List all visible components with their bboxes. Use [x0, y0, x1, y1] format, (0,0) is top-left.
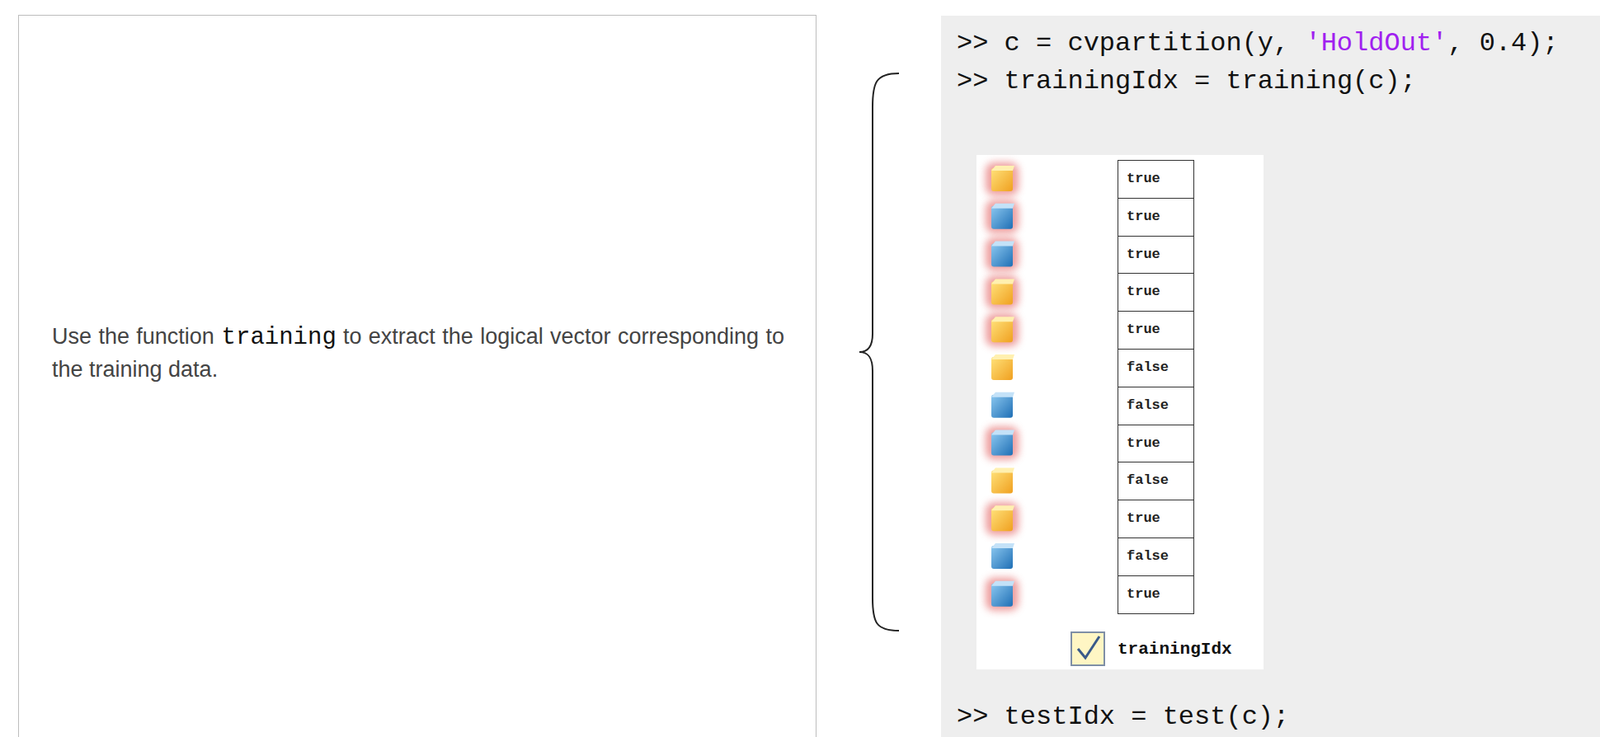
variable-name: trainingIdx — [1117, 638, 1233, 662]
table-cell: false — [1117, 386, 1195, 426]
code-panel: >> c = cvpartition(y,'HoldOut', 0.4);>> … — [941, 15, 1600, 737]
table-cell: true — [1117, 424, 1195, 464]
table-cell: true — [1117, 310, 1195, 350]
table-cell: true — [1117, 197, 1195, 237]
data-illustration — [941, 15, 1600, 737]
instruction-text: Use the functiontrainingto extract the l… — [51, 320, 785, 386]
table-cell: true — [1117, 499, 1195, 539]
instruction-panel: Use the functiontrainingto extract the l… — [18, 14, 817, 737]
instruction-text: Use the function — [51, 324, 215, 349]
table-cell: true — [1117, 272, 1195, 312]
table-cell: false — [1117, 348, 1195, 388]
string-literal: 'HoldOut' — [1304, 28, 1448, 59]
function-name: training — [221, 324, 337, 352]
table-cell: false — [1117, 537, 1195, 577]
code-line: >> trainingIdx = training(c); — [956, 65, 1417, 99]
table-cell: false — [1117, 461, 1195, 501]
table-cell: true — [1117, 575, 1195, 615]
code-text: , 0.4); — [1447, 28, 1558, 59]
code-line: >> c = cvpartition(y, 'HoldOut', 0.4); — [956, 27, 1559, 61]
code-text: >> c = cvpartition(y, — [956, 28, 1290, 59]
table-cell: true — [1117, 160, 1195, 199]
code-line: >> testIdx = test(c); — [956, 701, 1290, 735]
table-cell: true — [1117, 235, 1195, 275]
